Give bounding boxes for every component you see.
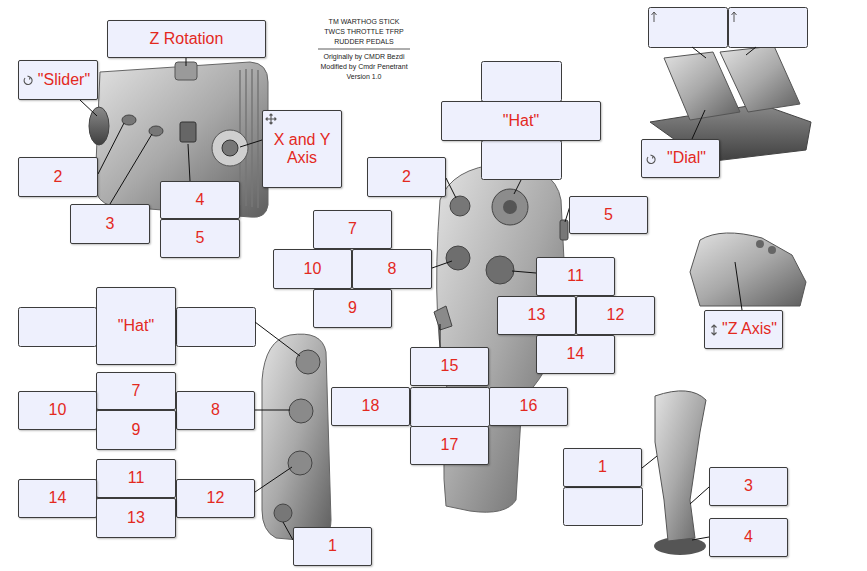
axis-icon [708, 324, 720, 336]
callout-text: 5 [604, 206, 613, 224]
diagram-title: TM WARTHOG STICK TWCS THROTTLE TFRP RUDD… [323, 17, 405, 47]
callout-box: 1 [293, 527, 372, 566]
callout-text: 18 [362, 397, 380, 415]
empty-boxes [19, 8, 808, 526]
callout-box: 4 [709, 518, 788, 557]
callout-box: "Hat" [96, 287, 176, 365]
callout-text: 16 [520, 397, 538, 415]
callout-box: 11 [96, 459, 176, 498]
callout-box: 3 [70, 204, 150, 244]
credit-note: Modified by Cmdr Penetrant [309, 62, 419, 72]
callout-box: "Hat" [441, 101, 601, 141]
callout-text: "Dial" [667, 149, 706, 167]
callout-text: 8 [211, 401, 220, 419]
callout-box: 7 [313, 210, 392, 249]
callout-text: 13 [528, 306, 546, 324]
callout-text: 2 [54, 168, 63, 186]
callout-box: 2 [18, 157, 98, 197]
callout-box: 2 [367, 157, 446, 197]
callout-box: 10 [273, 249, 352, 289]
axis-icons [652, 12, 737, 22]
credit-note: Version 1.0 [309, 72, 419, 82]
callout-text: 4 [196, 191, 205, 209]
callout-box: 13 [497, 296, 576, 335]
callout-text: 14 [49, 489, 67, 507]
callout-box: 9 [313, 289, 392, 328]
callout-box: 5 [160, 219, 240, 258]
callout-text: 2 [402, 168, 411, 186]
callout-text: 7 [348, 220, 357, 238]
callout-text: "Hat" [503, 112, 539, 130]
callout-text: 10 [304, 260, 322, 278]
callout-box: 12 [576, 296, 655, 335]
callout-box: 18 [331, 387, 410, 426]
callout-text: 7 [132, 382, 141, 400]
stick-side-figure [654, 391, 706, 555]
callout-box: 15 [410, 347, 489, 386]
callout-box: 11 [536, 257, 615, 296]
callout-text: 5 [196, 229, 205, 247]
callout-box: 3 [709, 467, 788, 506]
base-panel-figure [262, 334, 331, 541]
callout-box: "Z Axis" [704, 310, 783, 349]
leader-lines [80, 47, 756, 540]
callout-text: 4 [744, 528, 753, 546]
callout-box: "Slider" [18, 60, 98, 100]
title-rule [318, 49, 410, 50]
callout-box: 13 [96, 498, 176, 538]
callout-text: 13 [127, 509, 145, 527]
callout-box: 10 [18, 391, 97, 430]
callout-box: 14 [536, 335, 615, 374]
callout-box: X and Y Axis [262, 110, 342, 188]
callout-text: 3 [744, 477, 753, 495]
callout-box: 14 [18, 479, 97, 518]
callout-box: 4 [160, 181, 240, 219]
axis-icon [265, 113, 277, 125]
callout-box: Z Rotation [107, 20, 266, 58]
callout-text: 3 [106, 215, 115, 233]
callout-box: 16 [489, 387, 568, 426]
callout-box: 12 [176, 479, 255, 518]
callout-text: 12 [607, 306, 625, 324]
callout-text: 1 [598, 458, 607, 476]
axis-icon [645, 153, 657, 165]
credit-note: Originally by CMDR Bezdi [309, 52, 419, 62]
throttle-side-figure [690, 233, 806, 306]
callout-box: 9 [96, 410, 176, 450]
callout-text: 1 [328, 537, 337, 555]
callout-text: 14 [567, 345, 585, 363]
callout-box: 17 [410, 426, 489, 465]
callout-text: 17 [441, 436, 459, 454]
callout-text: Z Rotation [150, 30, 224, 48]
callout-text: 15 [441, 357, 459, 375]
callout-text: "Z Axis" [722, 320, 777, 338]
callout-text: 8 [388, 260, 397, 278]
callout-text: X and Y Axis [267, 131, 337, 168]
callout-box: 5 [569, 196, 648, 234]
callout-box: 1 [563, 448, 642, 487]
callout-text: "Hat" [118, 317, 154, 335]
callout-text: "Slider" [38, 71, 90, 89]
callout-text: 10 [49, 401, 67, 419]
axis-icon [22, 74, 34, 86]
callout-box: 7 [96, 372, 176, 410]
callout-box: 8 [176, 391, 255, 430]
callout-box: 8 [352, 249, 432, 289]
callout-text: 9 [348, 299, 357, 317]
callout-text: 11 [128, 469, 145, 487]
callout-text: 11 [567, 267, 584, 285]
callout-text: 9 [132, 421, 141, 439]
callout-text: 12 [207, 489, 225, 507]
credit-block: Originally by CMDR BezdiModified by Cmdr… [309, 52, 419, 82]
callout-box: "Dial" [641, 139, 720, 178]
